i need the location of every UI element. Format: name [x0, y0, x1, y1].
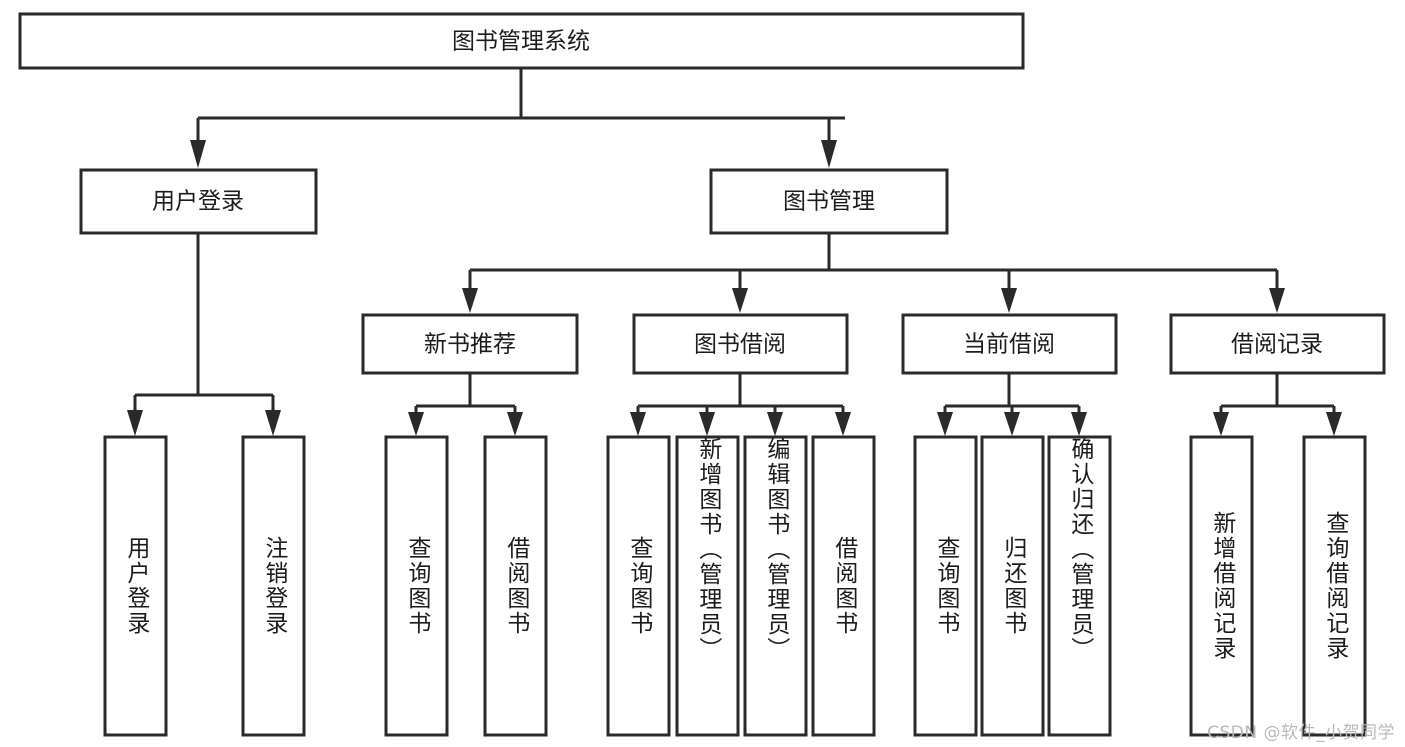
leaf-node-query-book-2[interactable] — [606, 435, 671, 737]
connector-bookborrow-to-leaves — [630, 373, 851, 436]
node-borrow-record-label: 借阅记录 — [1231, 332, 1323, 358]
connector-root-to-level2 — [190, 68, 845, 168]
leaf-node-borrow-book-2[interactable] — [811, 435, 876, 737]
connector-newbook-to-leaves — [408, 373, 523, 436]
node-current-borrow[interactable]: 当前借阅 — [901, 313, 1118, 375]
node-new-book-recommend[interactable]: 新书推荐 — [361, 313, 579, 375]
node-root-label: 图书管理系统 — [452, 29, 590, 55]
leaf-node-query-book-1[interactable] — [384, 435, 449, 737]
node-new-book-recommend-label: 新书推荐 — [424, 332, 516, 358]
connector-userlogin-to-leaves — [127, 233, 281, 436]
csdn-watermark: CSDN @软件_小贺同学 — [1207, 723, 1395, 743]
node-user-login[interactable]: 用户登录 — [79, 168, 318, 235]
leaf-node-confirm-return[interactable] — [1047, 435, 1112, 737]
leaf-node-return-book[interactable] — [980, 435, 1045, 737]
connector-borrowrecord-to-leaves — [1213, 373, 1342, 436]
connector-currentborrow-to-leaves — [937, 373, 1087, 436]
leaf-node-add-record[interactable] — [1189, 435, 1254, 737]
node-current-borrow-label: 当前借阅 — [963, 332, 1055, 358]
leaf-node-user-login[interactable] — [103, 435, 168, 737]
node-root-system[interactable]: 图书管理系统 — [18, 12, 1025, 70]
leaf-node-edit-book[interactable] — [743, 435, 808, 737]
leaf-node-query-book-3[interactable] — [913, 435, 978, 737]
node-book-borrow[interactable]: 图书借阅 — [632, 313, 849, 375]
node-book-borrow-label: 图书借阅 — [694, 332, 786, 358]
node-user-login-label: 用户登录 — [152, 189, 244, 215]
leaf-node-add-book[interactable] — [675, 435, 740, 737]
leaf-node-logout-login[interactable] — [241, 435, 306, 737]
node-book-management-label: 图书管理 — [783, 189, 875, 215]
node-book-management[interactable]: 图书管理 — [709, 168, 949, 235]
leaf-node-borrow-book-1[interactable] — [483, 435, 548, 737]
leaf-node-query-record[interactable] — [1302, 435, 1367, 737]
node-borrow-record[interactable]: 借阅记录 — [1169, 313, 1386, 375]
connector-bookmgmt-to-level3 — [462, 233, 1285, 313]
